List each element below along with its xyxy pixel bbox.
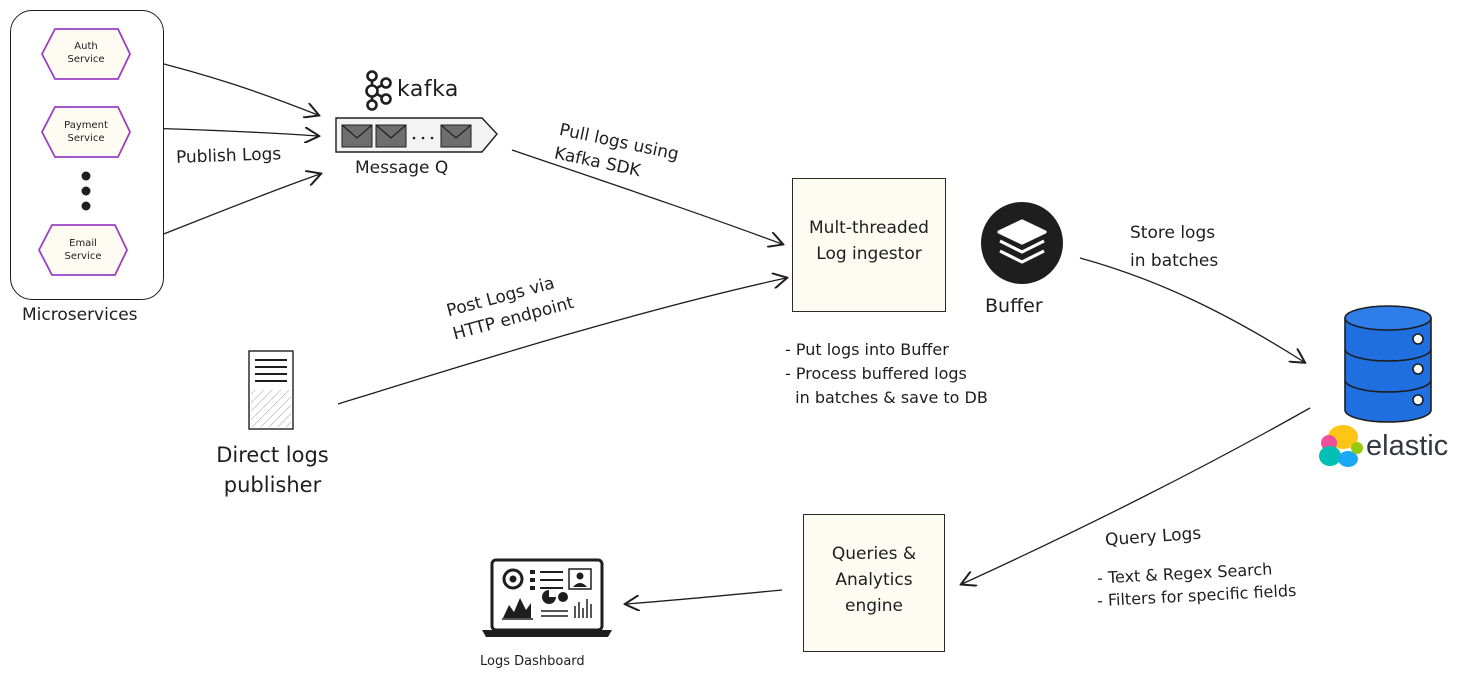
email-service-label: Email Service bbox=[64, 238, 102, 262]
ellipsis-dot bbox=[81, 171, 91, 181]
payment-service-shape bbox=[40, 106, 131, 158]
kafka-logo-icon bbox=[365, 70, 392, 111]
auth-service-shape bbox=[40, 28, 131, 80]
ellipsis-dot bbox=[81, 186, 91, 196]
payment-service-label: Payment Service bbox=[64, 120, 108, 144]
server-icon bbox=[248, 350, 294, 430]
log-ingestor-box: Mult-threaded Log ingestor bbox=[792, 178, 946, 312]
payment-to-kafka-arrow bbox=[144, 128, 318, 136]
ellipsis-dot bbox=[81, 201, 91, 211]
store-logs-label: Store logs in batches bbox=[1130, 223, 1219, 271]
analytics-to-dashboard-arrow bbox=[626, 589, 783, 604]
email-service-shape bbox=[37, 224, 128, 276]
auth-service-label: Auth Service bbox=[67, 41, 105, 65]
envelope-icon bbox=[440, 124, 472, 148]
direct-publisher-label: Direct logs publisher bbox=[216, 443, 329, 497]
kafka-logo-text: kafka bbox=[397, 77, 459, 102]
ingestor-note-line: in batches & save to DB bbox=[785, 388, 988, 407]
queue-ellipsis bbox=[412, 136, 434, 140]
buffer-to-elastic-arrow bbox=[1079, 257, 1304, 362]
analytics-engine-label: Queries & Analytics engine bbox=[831, 544, 917, 616]
log-ingestor-label: Mult-threaded Log ingestor bbox=[809, 218, 929, 264]
kafka-to-ingestor-arrow bbox=[511, 149, 782, 244]
elastic-logo-icon bbox=[1319, 425, 1363, 467]
elastic-label: elastic bbox=[1366, 430, 1449, 462]
publisher-to-ingestor-arrow bbox=[337, 278, 786, 405]
dashboard-label: Logs Dashboard bbox=[480, 654, 585, 669]
auth-to-kafka-arrow bbox=[139, 57, 318, 115]
database-icon bbox=[1344, 305, 1432, 423]
elastic-to-analytics-arrow bbox=[962, 407, 1311, 584]
ingestor-note-line: - Put logs into Buffer bbox=[785, 340, 949, 359]
envelope-icon bbox=[341, 124, 373, 148]
microservices-label: Microservices bbox=[22, 305, 138, 325]
buffer-label: Buffer bbox=[985, 295, 1043, 317]
message-queue-label: Message Q bbox=[355, 158, 449, 178]
ingestor-note-line: - Process buffered logs bbox=[785, 364, 967, 383]
laptop-dashboard-icon bbox=[482, 558, 612, 637]
analytics-engine-box: Queries & Analytics engine bbox=[803, 514, 945, 652]
envelope-icon bbox=[375, 124, 407, 148]
